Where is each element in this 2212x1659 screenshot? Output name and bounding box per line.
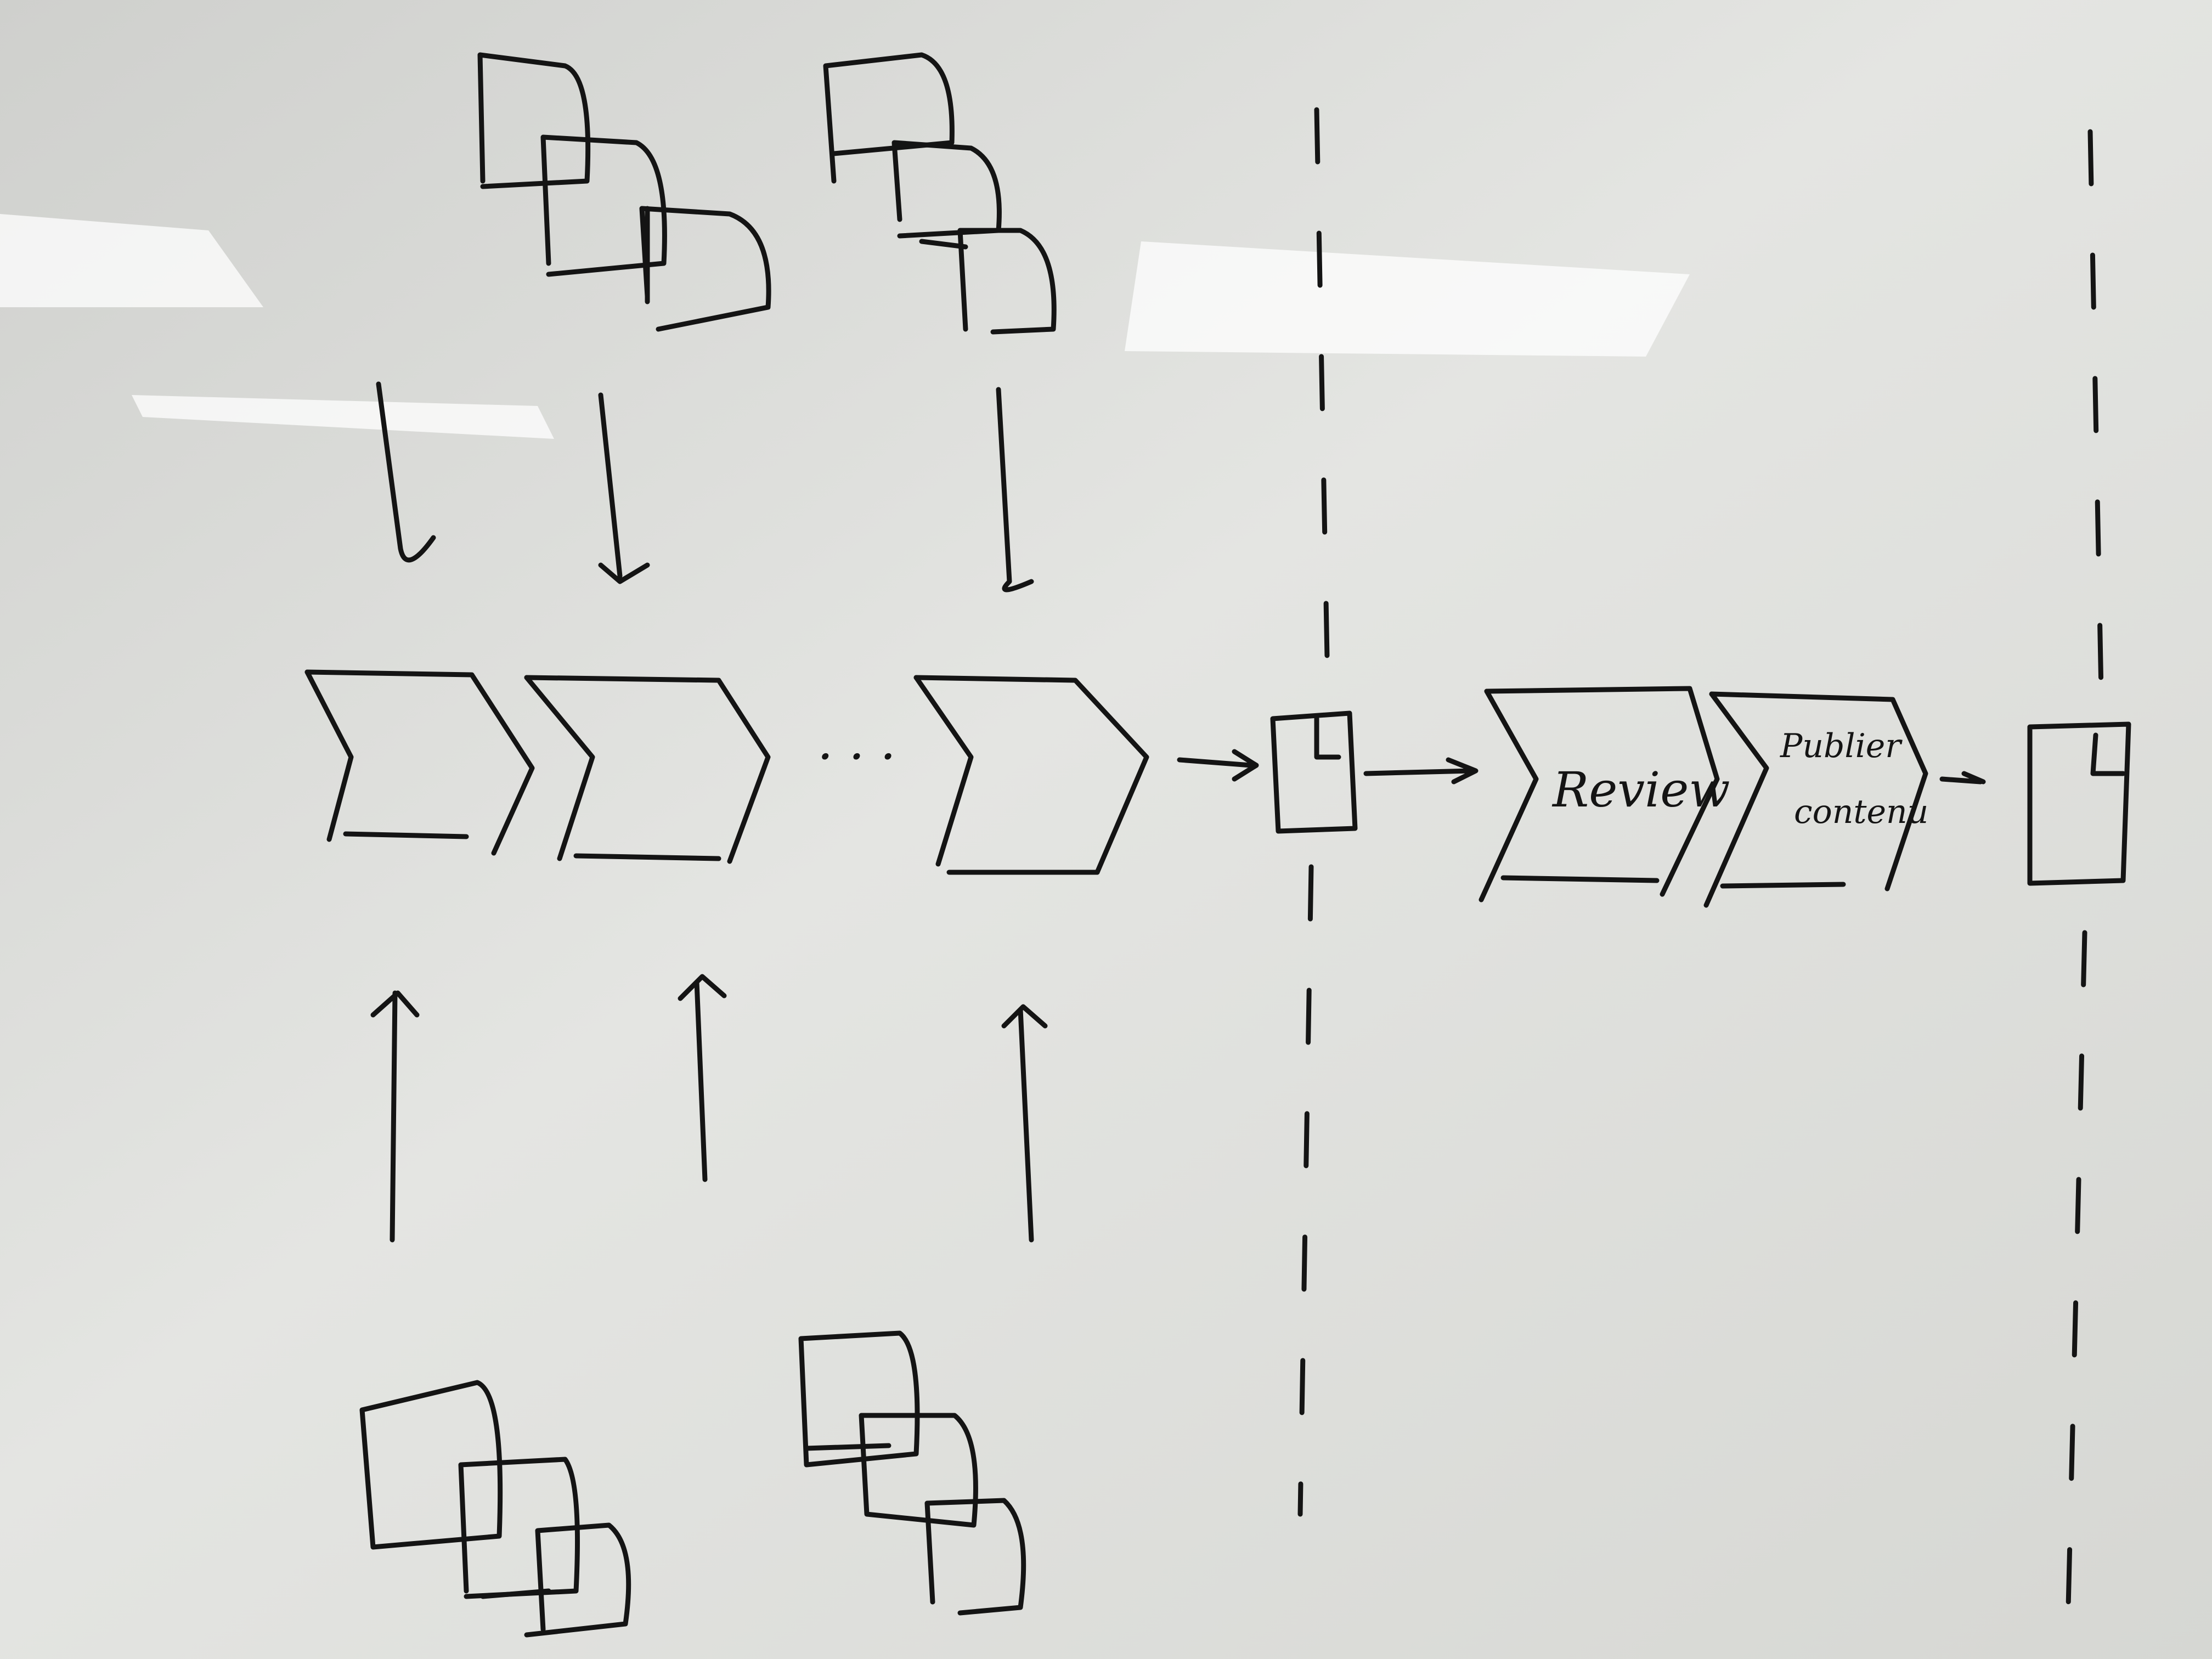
arrow-up-1 [370, 990, 420, 1243]
final-document [2027, 721, 2131, 886]
publish-label-line1: Publier [1780, 727, 1903, 765]
arrows-up [370, 974, 1048, 1243]
output-document [1270, 710, 1358, 834]
stage-chevron-1 [304, 669, 535, 856]
light-reflection [1125, 241, 1690, 357]
arrow-to-review [1363, 757, 1479, 785]
ellipsis: · · · [817, 728, 896, 786]
review-label: Review [1551, 761, 1730, 818]
document-stack-top-middle [823, 52, 1057, 335]
light-reflection [132, 395, 554, 439]
arrow-to-final [1939, 771, 1986, 785]
stage-publish [1703, 691, 1928, 908]
dashed-boundary-right-upper [2087, 129, 2104, 694]
publish-label-line2: contenu [1794, 793, 1928, 831]
arrow-up-3 [1001, 1004, 1048, 1243]
arrow-down-3 [996, 387, 1034, 592]
dashed-boundary-left-upper [1314, 107, 1330, 689]
stage-chevron-2 [524, 675, 771, 864]
light-reflection [0, 214, 263, 307]
arrows-down [376, 381, 1034, 592]
stage-review [1479, 686, 1720, 902]
dashed-boundary-left-lower [1297, 864, 1314, 1517]
arrow-down-2 [598, 392, 650, 584]
arrow-up-2 [678, 974, 727, 1182]
document-stack-bottom-middle [798, 1330, 1026, 1616]
stage-chevron-n [913, 675, 1149, 875]
arrow-to-output [1177, 749, 1259, 782]
document-stack-bottom-left [359, 1380, 631, 1638]
arrow-down-1 [376, 381, 436, 563]
document-stack-top-left [477, 52, 771, 332]
